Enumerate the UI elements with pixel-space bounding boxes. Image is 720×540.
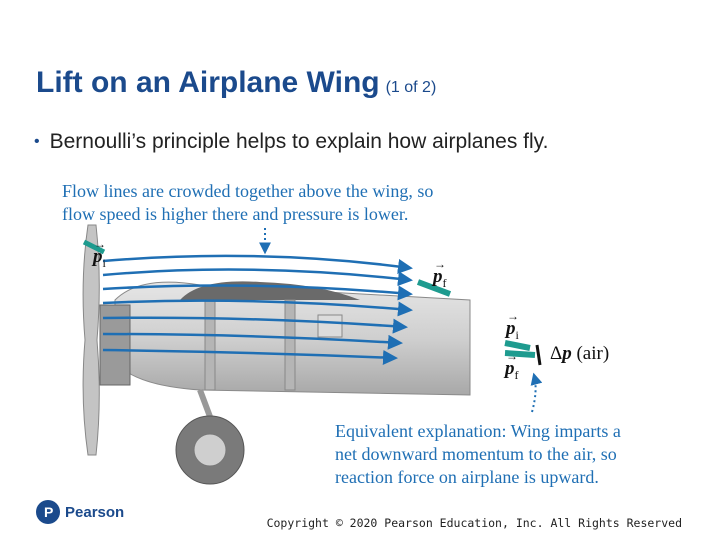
pearson-logo: P Pearson [36,500,124,524]
caption-bottom-line3: reaction force on airplane is upward. [335,467,599,487]
bullet-text: Bernoulli’s principle helps to explain h… [49,130,549,153]
copyright-footer: Copyright © 2020 Pearson Education, Inc.… [266,516,682,530]
caption-pointer-bottom [530,372,543,413]
label-pf-right: →pf [505,349,519,383]
pearson-logo-icon: P [36,500,60,524]
label-pi-left: →pi [93,237,106,271]
label-pf: →pf [433,257,447,291]
pearson-logo-text: Pearson [65,503,125,521]
caption-bottom-line2: net downward momentum to the air, so [335,444,617,464]
vector-delta-p [535,344,542,366]
vector-pi-right [504,340,531,351]
strut [284,299,296,391]
bullet-dot-icon: • [34,133,40,150]
caption-top-line1: Flow lines are crowded together above th… [62,181,434,201]
slide-title: Lift on an Airplane Wing (1 of 2) [36,66,436,100]
caption-top: Flow lines are crowded together above th… [62,180,433,226]
vector-arrow-icon: → [94,237,106,251]
propeller [82,224,100,456]
label-pi-left-symbol: p [93,246,103,267]
vector-arrow-icon: → [507,309,519,323]
bullet-point: • Bernoulli’s principle helps to explain … [34,130,548,154]
wheel-hub [193,433,227,467]
caption-top-line2: flow speed is higher there and pressure … [62,204,409,224]
caption-bottom-line1: Equivalent explanation: Wing imparts a [335,421,621,441]
label-pi-right: →pi [506,309,519,343]
flow-lines [102,254,413,365]
slide-title-suffix: (1 of 2) [385,79,437,96]
svg-text:P: P [44,504,53,520]
label-pi-right-symbol: p [506,318,516,339]
label-pf-right-symbol: p [505,358,515,379]
vector-pf [416,279,452,297]
label-pi-right-sub: i [515,327,519,342]
window [317,314,343,338]
slide-title-text: Lift on an Airplane Wing [36,66,380,99]
vector-arrow-icon: → [434,257,446,271]
delta-p-suffix: (air) [576,343,610,364]
strut [204,299,216,391]
label-pf-sub: f [442,275,447,290]
label-delta-p: Δp (air) [550,343,609,365]
delta-p-symbol: p [562,343,572,364]
vector-arrow-icon: → [506,349,518,363]
vector-pf-right [504,350,536,358]
label-pf-symbol: p [433,266,443,287]
caption-bottom: Equivalent explanation: Wing imparts a n… [335,420,621,489]
wing [180,281,360,300]
delta-symbol: Δ [550,343,563,364]
label-pf-right-sub: f [514,367,519,382]
vector-pi-left [82,239,106,255]
label-pi-left-sub: i [102,255,106,270]
